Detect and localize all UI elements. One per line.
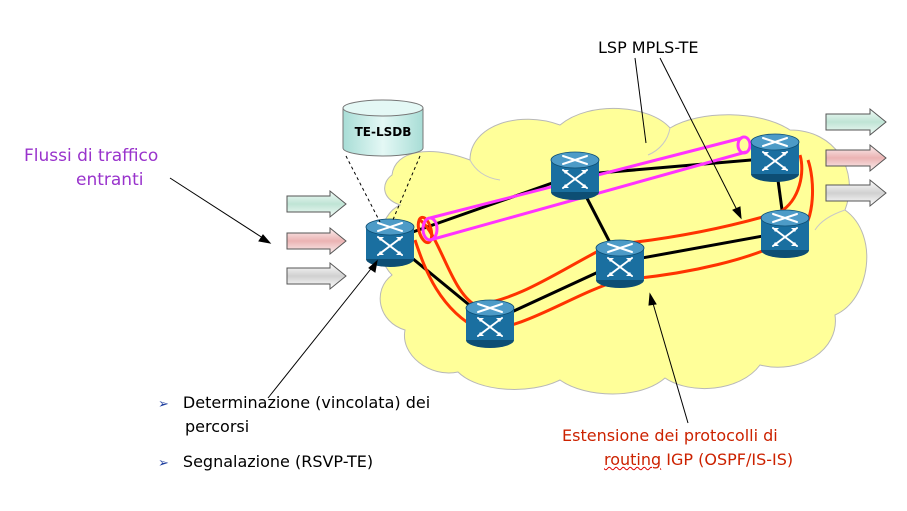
database-label: TE-LSDB xyxy=(355,125,412,139)
router-icon xyxy=(365,218,415,268)
database-cylinder-icon: TE-LSDB xyxy=(342,99,424,157)
bullet-item: ➢ Segnalazione (RSVP-TE) xyxy=(158,451,373,475)
igp-extension-line2: routing IGP (OSPF/IS-IS) xyxy=(562,448,793,472)
bullet-item: ➢ Determinazione (vincolata) dei percorsi xyxy=(158,392,430,438)
cloud-inner-bump xyxy=(469,127,846,231)
bullet-text: Segnalazione (RSVP-TE) xyxy=(182,452,374,471)
igp-extension-label: Estensione dei protocolli di routing IGP… xyxy=(562,424,793,472)
router-icon xyxy=(465,299,515,349)
routing-word: routing xyxy=(604,450,662,469)
arrow-bullet-icon: ➢ xyxy=(158,456,169,471)
incoming-flows-line1: Flussi di traffico xyxy=(24,146,159,166)
incoming-flows-label: Flussi di traffico entranti xyxy=(24,144,158,192)
incoming-flow-arrows xyxy=(286,189,347,291)
lsp-label: LSP MPLS-TE xyxy=(598,38,699,57)
incoming-flows-line2: entranti xyxy=(76,170,144,190)
router-icon xyxy=(750,133,800,183)
router-icon xyxy=(595,239,645,289)
router-icon xyxy=(760,209,810,259)
bullet-text: Determinazione (vincolata) dei xyxy=(182,393,431,412)
router-icon xyxy=(550,151,600,201)
igp-protocols: IGP (OSPF/IS-IS) xyxy=(661,450,794,469)
annotation-pointers xyxy=(169,57,742,424)
outgoing-flow-arrows xyxy=(825,107,887,208)
bullet-text-continued: percorsi xyxy=(185,417,250,436)
database-link-dashes xyxy=(345,155,421,223)
igp-extension-line1: Estensione dei protocolli di xyxy=(562,426,778,445)
arrow-bullet-icon: ➢ xyxy=(158,397,169,412)
